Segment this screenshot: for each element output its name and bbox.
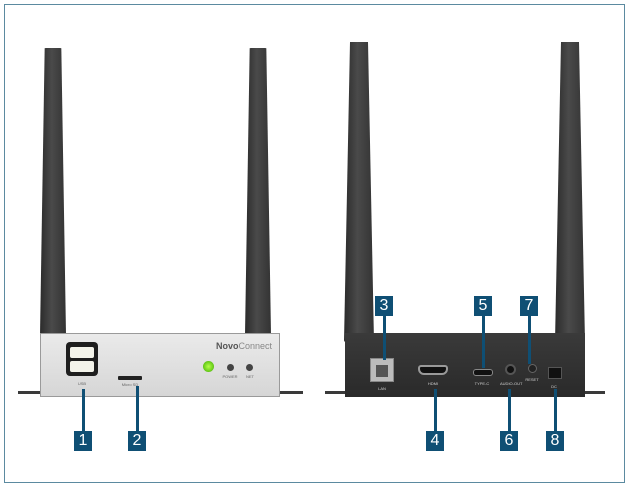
callout-2: 2 (128, 431, 146, 451)
mounting-flange-left (18, 391, 42, 394)
callout-6: 6 (500, 431, 518, 451)
typec-port-icon (473, 369, 493, 376)
dc-label: DC (551, 384, 557, 389)
diagram-frame (4, 4, 625, 483)
callout-1: 1 (74, 431, 92, 451)
callout-1-leader (82, 389, 85, 431)
lan-label: LAN (378, 386, 386, 391)
power-label: POWER (222, 374, 238, 379)
rear-flange-left (325, 391, 349, 394)
callout-5-leader (482, 316, 485, 368)
audio-jack-icon (505, 364, 516, 375)
callout-4: 4 (426, 431, 444, 451)
callout-3-leader (383, 316, 386, 360)
callout-8-leader (554, 389, 557, 431)
callout-7: 7 (520, 296, 538, 316)
callout-8: 8 (546, 431, 564, 451)
front-right-antenna (245, 48, 271, 335)
hdmi-label: HDMI (427, 381, 439, 386)
power-led-icon (227, 364, 234, 371)
usb-port-icon (66, 342, 98, 376)
audio-label: AUDIO-OUT (500, 381, 523, 386)
reset-button-icon (528, 364, 537, 373)
hdmi-port-icon (418, 365, 448, 375)
status-led-icon (203, 361, 214, 372)
brand-logo: NovoConnect (216, 341, 273, 351)
rear-left-antenna (344, 42, 374, 342)
callout-6-leader (508, 389, 511, 431)
rear-flange-right (581, 391, 605, 394)
dc-jack-icon (548, 367, 562, 379)
net-led-icon (246, 364, 253, 371)
microsd-slot-icon (118, 376, 142, 380)
front-left-antenna (40, 48, 66, 335)
usb-label: USB (77, 381, 87, 386)
mounting-flange-right (279, 391, 303, 394)
net-label: NET (246, 374, 254, 379)
callout-4-leader (434, 389, 437, 431)
callout-3: 3 (375, 296, 393, 316)
callout-7-leader (528, 316, 531, 364)
microsd-label: Micro SD (121, 382, 139, 387)
callout-2-leader (136, 386, 139, 431)
reset-label: RESET (525, 377, 539, 382)
callout-5: 5 (474, 296, 492, 316)
lan-port-icon (370, 358, 394, 382)
rear-right-antenna (555, 42, 585, 342)
typec-label: TYPE-C (474, 381, 490, 386)
